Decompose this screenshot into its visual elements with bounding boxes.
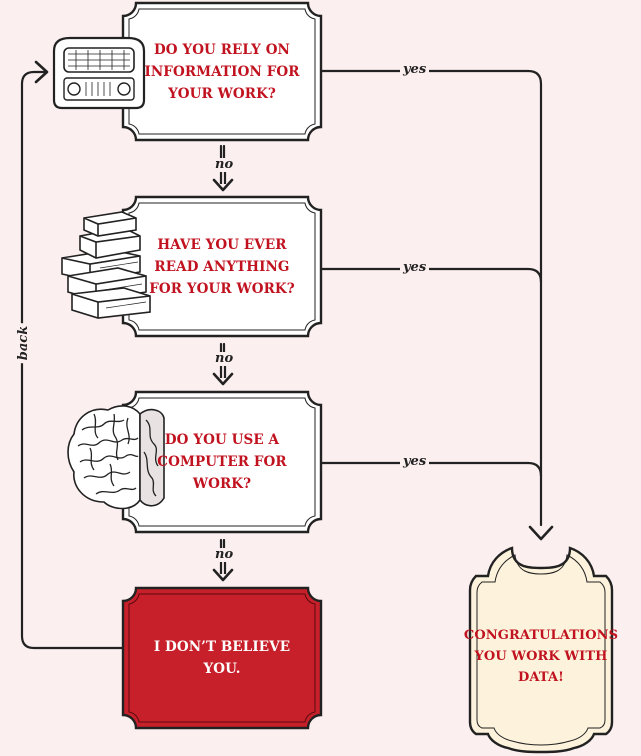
result-box-shape xyxy=(468,546,614,754)
edge-label-no-2: no xyxy=(212,352,237,366)
arrow-head-q2-no xyxy=(212,372,234,386)
brain-icon xyxy=(67,405,165,510)
arrow-head-q3-no xyxy=(212,568,234,582)
arrow-head-result xyxy=(528,525,554,541)
edge-label-yes-2: yes xyxy=(400,261,430,275)
question-node-read-anything: HAVE YOU EVER READ ANYTHING FOR YOUR WOR… xyxy=(140,214,304,320)
edge-label-no-3: no xyxy=(212,548,237,562)
q3-box-shape xyxy=(121,390,323,534)
denial-box-shape xyxy=(121,586,323,730)
edge-label-yes-3: yes xyxy=(400,455,430,469)
denial-node: I DON’T BELIEVE YOU. xyxy=(150,605,294,711)
question-node-rely-on-information: DO YOU RELY ON INFORMATION FOR YOUR WORK… xyxy=(140,20,304,124)
denial-label: I DON’T BELIEVE YOU. xyxy=(153,639,291,677)
back-line xyxy=(20,70,126,650)
q1-box-shape xyxy=(121,1,323,142)
edge-label-back: back xyxy=(16,322,32,364)
result-label: CONGRATULATIONS YOU WORK WITH DATA! xyxy=(463,627,619,685)
books-icon xyxy=(61,211,151,319)
connector-lines xyxy=(20,69,543,650)
q2-box-shape xyxy=(121,195,323,338)
question-label-1: DO YOU RELY ON INFORMATION FOR YOUR WORK… xyxy=(144,42,300,102)
no-arrow-stems xyxy=(219,172,227,574)
yes-line-q1 xyxy=(316,69,543,527)
edge-label-yes-1: yes xyxy=(400,63,430,77)
radio-icon xyxy=(52,36,146,110)
edge-label-no-1: no xyxy=(212,158,237,172)
arrow-head-q1-no xyxy=(212,178,234,192)
yes-line-q2 xyxy=(316,267,543,284)
arrow-head-back xyxy=(34,60,49,84)
question-label-3: DO YOU USE A COMPUTER FOR WORK? xyxy=(157,432,287,492)
question-label-2: HAVE YOU EVER READ ANYTHING FOR YOUR WOR… xyxy=(149,237,295,297)
question-node-use-computer: DO YOU USE A COMPUTER FOR WORK? xyxy=(146,409,298,515)
result-node: CONGRATULATIONS YOU WORK WITH DATA! xyxy=(464,590,618,722)
yes-line-q3 xyxy=(316,461,543,478)
arrow-heads xyxy=(34,60,554,582)
